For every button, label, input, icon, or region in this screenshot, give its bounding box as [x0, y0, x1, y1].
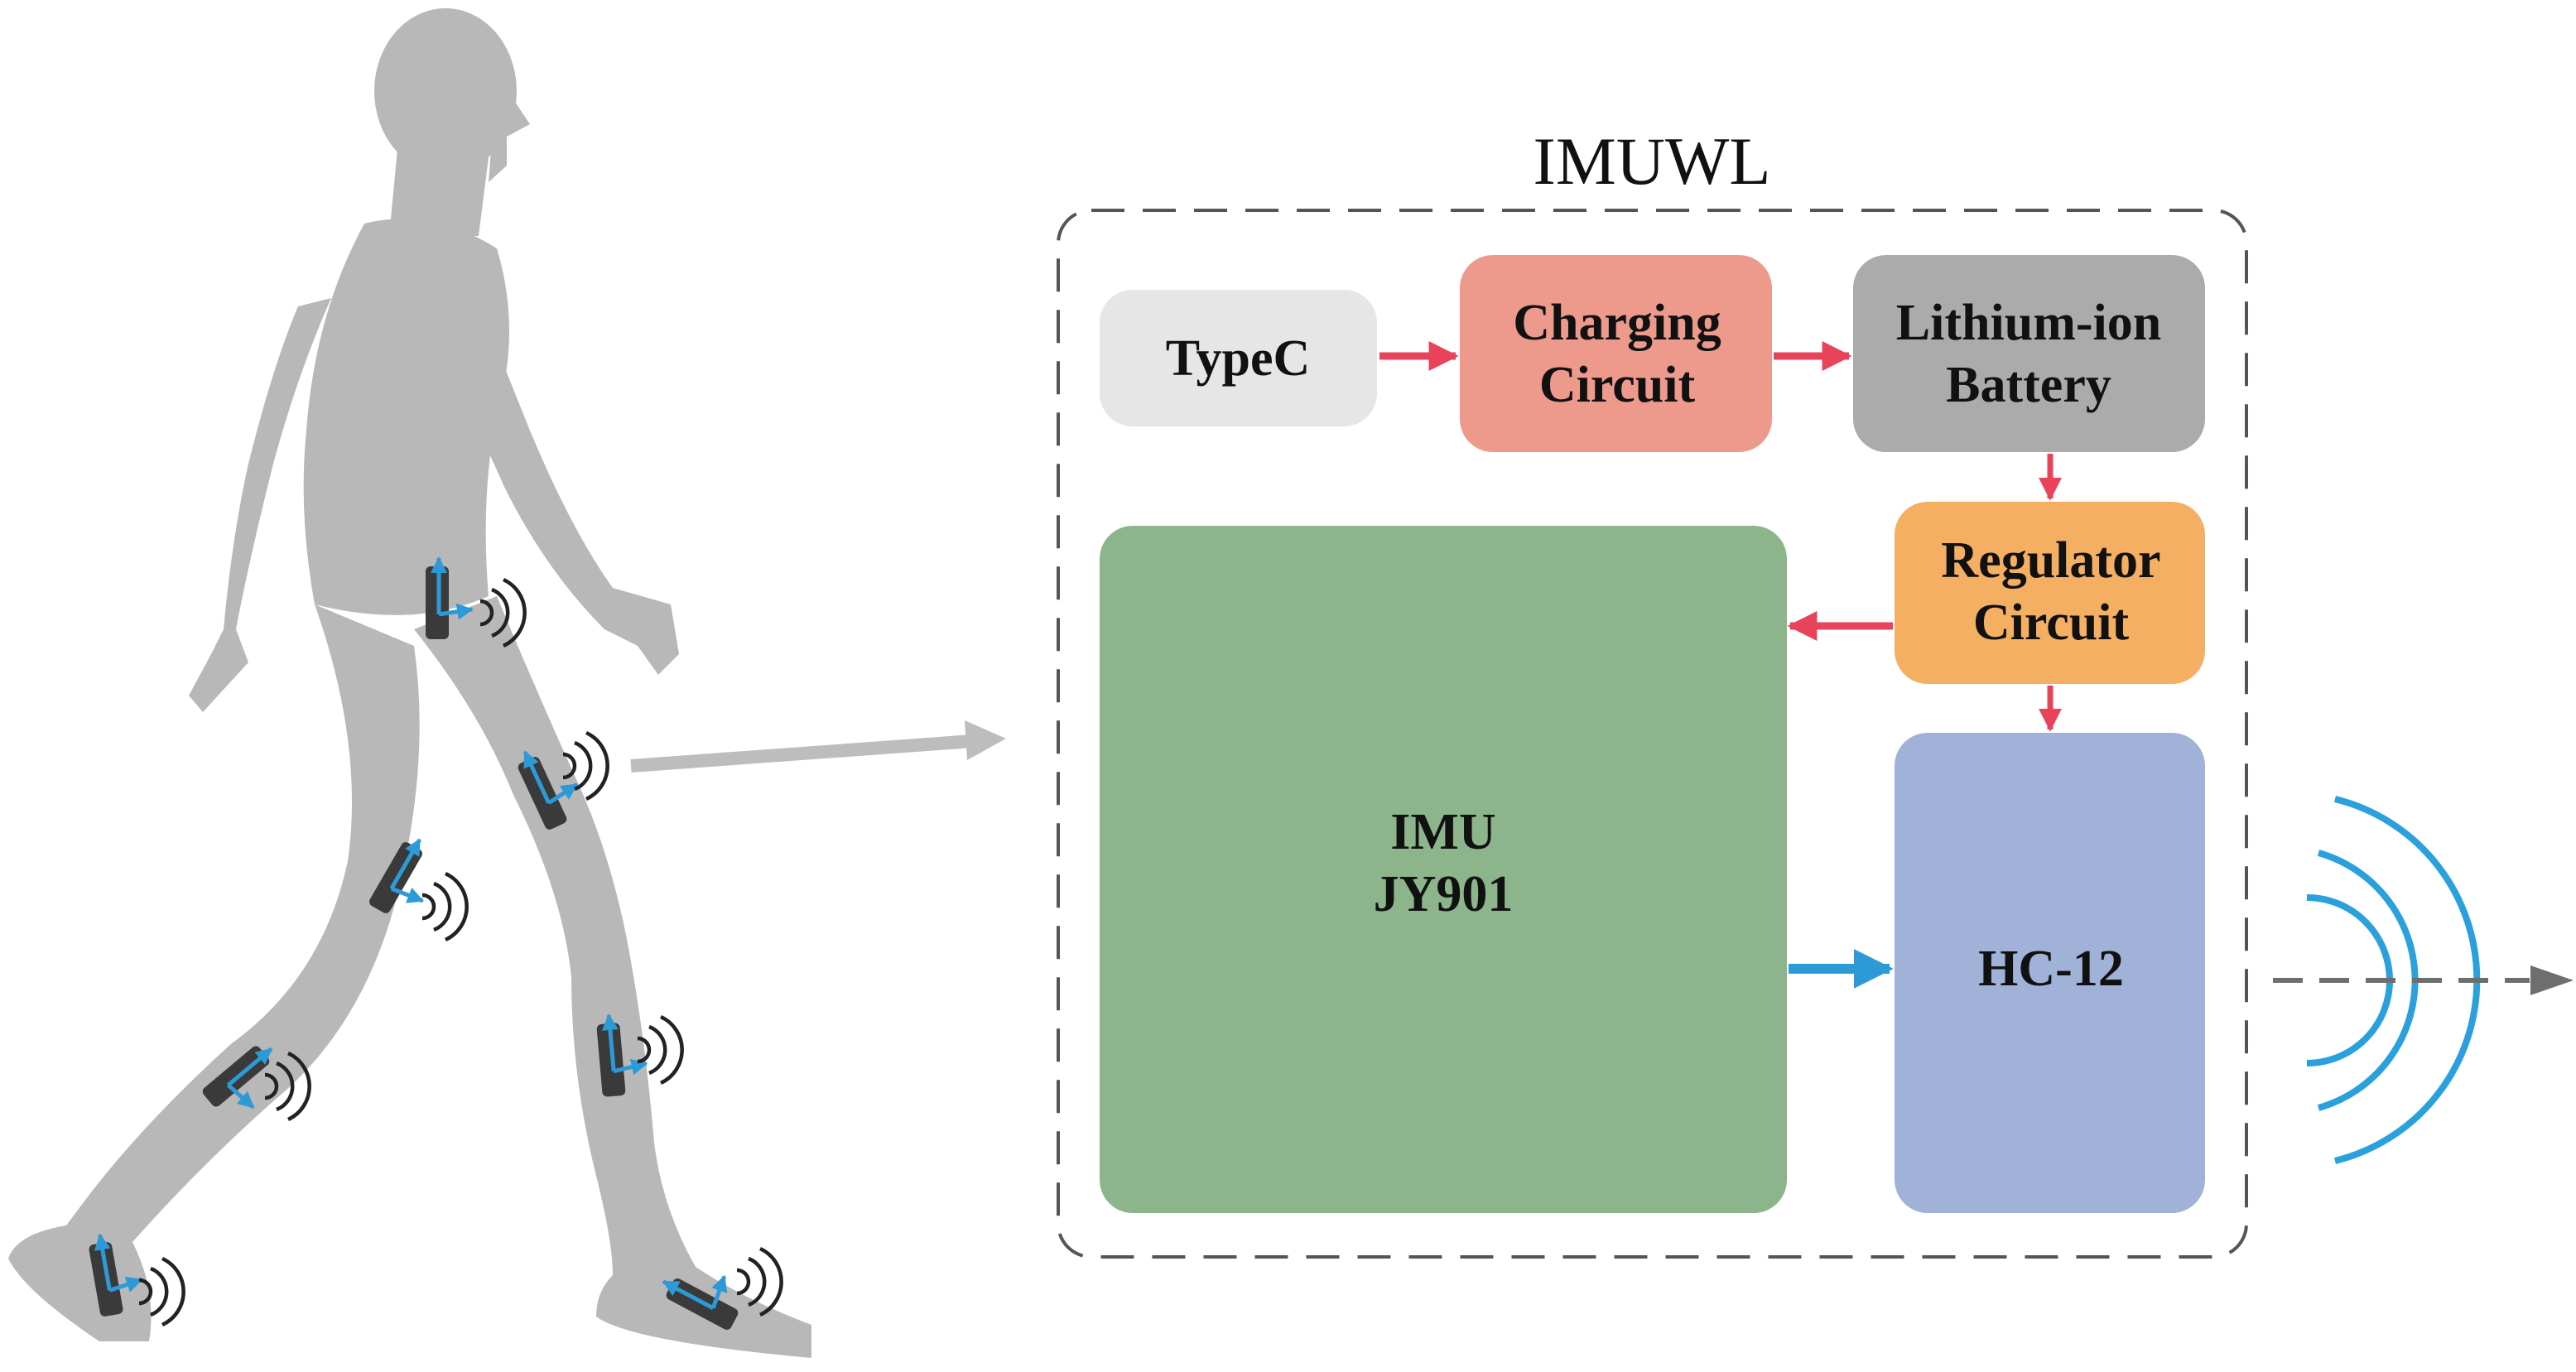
module-title: IMUWL: [1534, 123, 1771, 199]
walking-person-silhouette: [8, 8, 811, 1358]
regulator-circuit-block: Regulator Circuit: [1895, 502, 2205, 684]
imu-label-line2: JY901: [1374, 866, 1514, 922]
hc12-block: HC-12: [1895, 733, 2205, 1213]
pointer-arrow: [630, 720, 1006, 773]
battery-label-line2: Battery: [1946, 357, 2111, 413]
charging-circuit-label-line1: Charging: [1513, 295, 1721, 351]
charging-circuit-block: Charging Circuit: [1460, 255, 1772, 452]
power-flow-arrows: [1379, 341, 2062, 732]
typec-block: TypeC: [1100, 290, 1377, 426]
battery-label-line1: Lithium-ion: [1896, 295, 2161, 351]
imu-label-line1: IMU: [1390, 804, 1495, 860]
charging-circuit-label-line2: Circuit: [1539, 357, 1696, 413]
regulator-label-line1: Regulator: [1941, 532, 2160, 589]
battery-block: Lithium-ion Battery: [1853, 255, 2205, 452]
hc12-label: HC-12: [1978, 941, 2124, 997]
module-boundary: [1057, 209, 2248, 1259]
output-arrow: [2273, 965, 2574, 995]
imu-block: IMU JY901: [1100, 526, 1787, 1213]
regulator-label-line2: Circuit: [1973, 595, 2130, 651]
typec-label: TypeC: [1166, 330, 1311, 387]
